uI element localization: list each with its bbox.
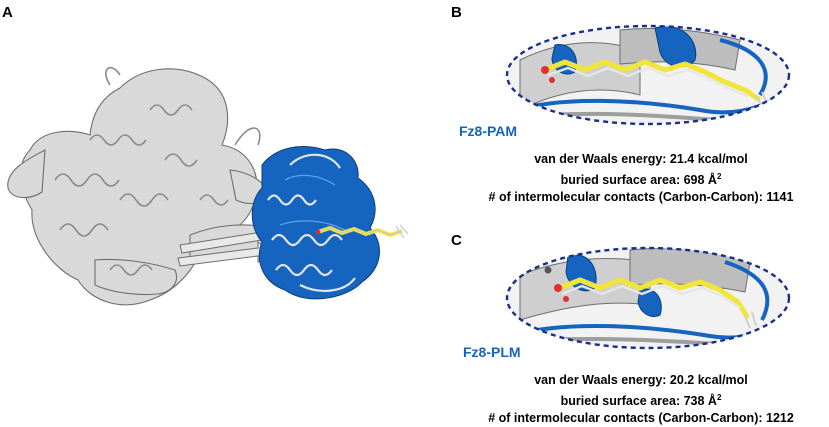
closeup-c [505,246,791,350]
lipid-ligand-c [544,266,757,329]
contacts-b: # of intermolecular contacts (Carbon-Car… [488,190,794,205]
vdw-energy-b: van der Waals energy: 21.4 kcal/mol [534,152,748,166]
buried-area-c: buried surface area: 738 Å2 [560,393,722,409]
lipid-ligand-b [541,59,769,108]
fz8-crd-domain [251,146,380,300]
buried-area-b: buried surface area: 698 Å2 [560,172,722,188]
lipid-ligand [315,224,409,239]
caption-c: van der Waals energy: 20.2 kcal/mol buri… [455,372,827,427]
closeup-ellipse-c [505,246,791,350]
protein-complex-structure [7,66,409,306]
grey-protein-cartoon [7,68,277,306]
vdw-energy-c: van der Waals energy: 20.2 kcal/mol [534,373,748,387]
contacts-c: # of intermolecular contacts (Carbon-Car… [488,411,794,426]
panel-label-b: B [451,4,462,21]
panel-label-a: A [2,4,13,21]
structure-label-fz8-plm: Fz8-PLM [463,344,521,360]
panel-label-c: C [451,232,462,249]
closeup-ellipse-b [505,24,791,126]
caption-b: van der Waals energy: 21.4 kcal/mol buri… [455,151,827,206]
closeup-b [505,24,791,126]
structure-label-fz8-pam: Fz8-PAM [459,123,518,139]
